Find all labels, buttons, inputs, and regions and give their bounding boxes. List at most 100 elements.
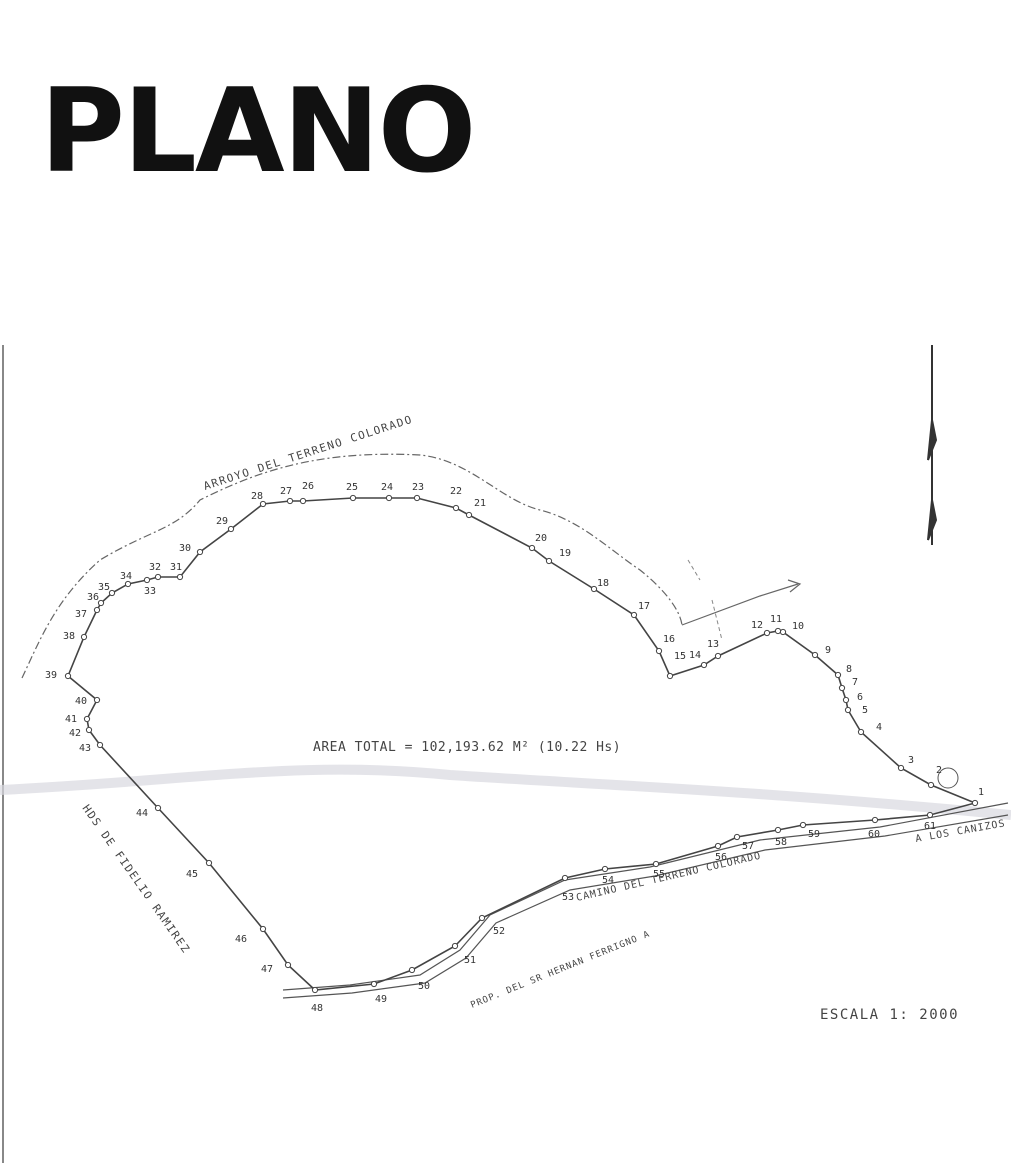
vertex-marker-10 [779,628,787,636]
vertex-marker-9 [811,651,819,659]
vertex-marker-49 [370,980,378,988]
vertex-marker-46 [259,925,267,933]
vertex-label-6: 6 [857,692,863,703]
vertex-label-43: 43 [79,743,91,754]
vertex-label-11: 11 [770,614,782,625]
vertex-marker-26 [299,497,307,505]
vertex-label-44: 44 [136,808,148,819]
vertex-label-9: 9 [825,645,831,656]
vertex-marker-16 [655,647,663,655]
vertex-label-1: 1 [978,787,984,798]
vertex-label-4: 4 [876,722,882,733]
vertex-label-26: 26 [302,481,314,492]
creek-branch-line [681,583,799,626]
vertex-marker-29 [227,525,235,533]
vertex-label-29: 29 [216,516,228,527]
vertex-marker-41 [83,715,91,723]
vertex-label-16: 16 [663,634,675,645]
vertex-labels: 1234567891011121314151617181920212223242… [45,481,984,1014]
vertex-label-60: 60 [868,829,880,840]
vertex-marker-14 [700,661,708,669]
vertex-marker-7 [838,684,846,692]
vertex-label-38: 38 [63,631,75,642]
vertex-marker-32 [154,573,162,581]
vertex-marker-3 [897,764,905,772]
vertex-label-28: 28 [251,491,263,502]
vertex-marker-39 [64,672,72,680]
vertex-label-45: 45 [186,869,198,880]
vertex-marker-60 [871,816,879,824]
vertex-marker-59 [799,821,807,829]
vertex-marker-47 [284,961,292,969]
vertex-marker-34 [124,580,132,588]
vertex-marker-15 [666,672,674,680]
vertex-marker-42 [85,726,93,734]
road-line-south [282,814,1009,999]
road-line-north [282,802,1009,991]
page-title: PLANO [40,64,476,199]
vertex-label-52: 52 [493,926,505,937]
vertex-label-39: 39 [45,670,57,681]
vertex-label-24: 24 [381,482,393,493]
vertex-marker-57 [733,833,741,841]
vertex-marker-45 [205,859,213,867]
vertex-marker-18 [590,585,598,593]
point-2-circle [937,767,959,789]
vertex-label-13: 13 [707,639,719,650]
vertex-label-25: 25 [346,482,358,493]
west-neighbor-label: HDS DE FIDELIO RAMIREZ [80,802,193,956]
vertex-marker-8 [834,671,842,679]
vertex-label-51: 51 [464,955,476,966]
vertex-marker-36 [97,599,105,607]
vertex-marker-54 [601,865,609,873]
vertex-marker-43 [96,741,104,749]
vertex-label-21: 21 [474,498,486,509]
vertex-marker-11 [774,627,782,635]
vertex-label-33: 33 [144,586,156,597]
vertex-marker-50 [408,966,416,974]
vertex-label-61: 61 [924,821,936,832]
vertex-marker-38 [80,633,88,641]
vertex-marker-52 [478,914,486,922]
vertex-label-32: 32 [149,562,161,573]
vertex-marker-28 [259,500,267,508]
vertex-label-27: 27 [280,486,292,497]
vertex-label-53: 53 [562,892,574,903]
south-neighbor-label: PROP. DEL SR HERNAN FERRIGNO A [469,929,651,1010]
vertex-marker-33 [143,576,151,584]
vertex-label-56: 56 [715,852,727,863]
stream-line [21,453,683,679]
vertex-marker-44 [154,804,162,812]
creek-dashed-spur [687,559,723,641]
vertex-marker-5 [844,706,852,714]
vertex-marker-20 [528,544,536,552]
vertex-label-8: 8 [846,664,852,675]
vertex-label-5: 5 [862,705,868,716]
vertex-label-59: 59 [808,829,820,840]
vertex-label-49: 49 [375,994,387,1005]
vertex-marker-21 [465,511,473,519]
vertex-label-54: 54 [602,875,614,886]
vertex-marker-48 [311,986,319,994]
vertex-label-7: 7 [852,677,858,688]
vertex-marker-23 [413,494,421,502]
vertex-label-48: 48 [311,1003,323,1014]
scan-fold-smudge [0,764,1011,820]
vertex-label-14: 14 [689,650,701,661]
vertex-label-46: 46 [235,934,247,945]
vertex-marker-19 [545,557,553,565]
vertex-label-19: 19 [559,548,571,559]
creek-branch-arrow-icon [787,579,802,593]
vertex-label-35: 35 [98,582,110,593]
land-plot-map: 1234567891011121314151617181920212223242… [0,345,1011,1163]
vertex-marker-13 [714,652,722,660]
vertex-marker-40 [93,696,101,704]
vertex-label-37: 37 [75,609,87,620]
vertex-label-10: 10 [792,621,804,632]
vertex-label-55: 55 [653,869,665,880]
vertex-marker-22 [452,504,460,512]
vertex-markers [64,494,979,994]
vertex-marker-1 [971,799,979,807]
vertex-label-31: 31 [170,562,182,573]
vertex-label-42: 42 [69,728,81,739]
